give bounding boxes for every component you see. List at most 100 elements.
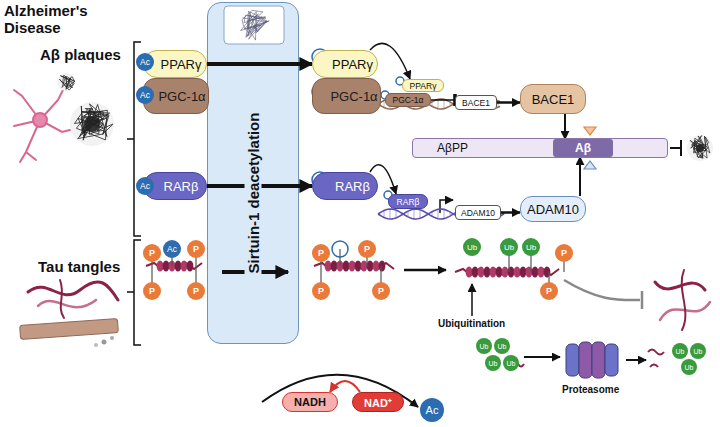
tau-bead [331, 261, 338, 272]
tau-bead [373, 261, 380, 272]
ubiquitin-tag: Ub [672, 343, 688, 359]
phosphate-group: P [555, 244, 573, 262]
neuron-illustration [14, 80, 70, 162]
node-label: Ub [526, 243, 536, 252]
peptide-fragment [650, 365, 658, 368]
neuron-illustration [14, 80, 70, 162]
process-arrow [626, 359, 646, 361]
ubiquitin-tag: Ub [494, 338, 510, 354]
proteasome [605, 344, 618, 376]
cofactor-pill: NAD⁺ [352, 392, 404, 412]
tau-bead [472, 267, 479, 278]
phosphate-group: P [187, 282, 205, 300]
component-label: Proteasome [562, 384, 619, 395]
tau-bead [514, 267, 521, 278]
phosphate-group: P [358, 240, 376, 258]
node-label: Ac [167, 244, 177, 254]
acetyl-group: Ac [420, 398, 444, 422]
tangle-illustration [28, 282, 118, 300]
tangle-illustration [110, 336, 114, 340]
node-label: AβPP [437, 141, 468, 155]
node-label: P [318, 248, 324, 258]
bracket [127, 42, 141, 236]
phosphate-group: P [143, 244, 161, 262]
tau-bead [466, 267, 473, 278]
tau-bead [532, 267, 539, 278]
process-arrow [524, 356, 560, 358]
tau-bead [349, 261, 356, 272]
tau-bead [367, 261, 374, 272]
node-label: P [378, 286, 384, 296]
ubiquitin-tag: Ub [690, 343, 706, 359]
arrow-connector [431, 99, 455, 101]
node-label: P [149, 248, 155, 258]
node-label: PGC-1α [158, 89, 205, 104]
gene-box: BACE1 [455, 95, 497, 110]
ubiquitin-tag: Ub [500, 238, 518, 256]
ubiquitin-tag: Ub [681, 359, 697, 375]
tangle-illustration [38, 300, 96, 307]
peptide-segment: Aβ [553, 139, 613, 157]
section-label: Tau tangles [38, 258, 120, 275]
dna-rung [414, 209, 415, 219]
scribble [60, 75, 75, 90]
node-label: Aβ [575, 141, 591, 155]
proteasome [592, 342, 605, 378]
tau-bead [502, 267, 509, 278]
node-label: ADAM10 [527, 202, 579, 217]
tau-bead [379, 261, 386, 272]
gene-box: ADAM10 [455, 205, 501, 220]
tau-bead [361, 261, 368, 272]
scribble [241, 10, 270, 40]
arrow-connector [501, 211, 520, 214]
node-label: P [193, 286, 199, 296]
inhibition-line [564, 140, 681, 309]
node-label: Ac [140, 181, 150, 191]
cleavage-site [584, 127, 596, 135]
node-label: Ac [140, 57, 150, 67]
sirtuin-structure [224, 6, 284, 44]
enzyme-band: Sirtuin-1 deacetylation [207, 2, 299, 344]
arrow-connector [207, 62, 312, 66]
scribble [75, 104, 113, 140]
node-label: NAD⁺ [364, 395, 392, 410]
node-label: P [364, 244, 370, 254]
proteasome [566, 344, 579, 376]
arrow-connector [497, 101, 520, 104]
node-label: P [193, 244, 199, 254]
node-label: Sirtuin-1 deacetylation [245, 109, 262, 278]
protein-box: PGC-1α [312, 78, 381, 114]
tangle-illustration [20, 319, 119, 340]
node-label: Ub [676, 348, 685, 355]
process-arrow [471, 284, 473, 316]
phosphate-group: P [312, 282, 330, 300]
sirtuin-structure [224, 6, 284, 44]
bond-stem [339, 249, 340, 266]
node-label: BACE1 [532, 92, 575, 107]
node-label: PGC-1α [393, 95, 424, 105]
node-label: Ac [426, 404, 439, 416]
acetyl-group: Ac [163, 240, 181, 258]
tau-bead [496, 267, 503, 278]
arrow-connector [330, 381, 360, 392]
proteasome [579, 342, 592, 378]
enzyme-box: ADAM10 [520, 196, 586, 222]
node-label: RARβ [164, 179, 199, 194]
cofactor-pill: NADH [282, 392, 338, 412]
proteasome [566, 342, 618, 378]
protein-box: PPARγ [312, 50, 378, 78]
node-label: PPARγ [332, 57, 373, 72]
tangle-illustration [60, 280, 64, 318]
node-label: BACE1 [462, 98, 490, 108]
arrow-connector [579, 157, 581, 196]
bound-protein: PGC-1α [385, 93, 431, 107]
node-label: NADH [294, 396, 326, 408]
node-label: Ub [467, 243, 477, 252]
tau-bead [520, 267, 527, 278]
phosphate-group: P [143, 282, 161, 300]
node-label: PPARγ [410, 81, 437, 91]
node-label: P [149, 286, 155, 296]
ubiquitin-tag: Ub [485, 355, 501, 371]
phosphate-group: P [187, 240, 205, 258]
process-label: Ubiquitination [438, 318, 505, 329]
